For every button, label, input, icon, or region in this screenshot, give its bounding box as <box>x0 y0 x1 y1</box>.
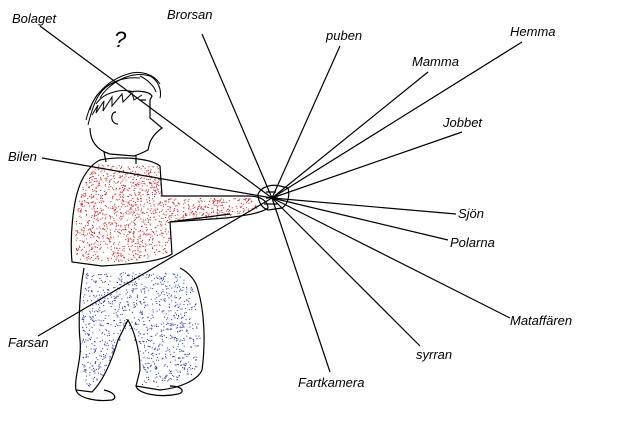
label-farsan: Farsan <box>8 335 48 350</box>
label-sjon: Sjön <box>458 206 484 221</box>
label-fartkamera: Fartkamera <box>298 375 364 390</box>
label-bolaget: Bolaget <box>12 11 57 26</box>
shoe-left <box>75 389 116 402</box>
line-to-hemma <box>271 41 523 199</box>
head-outline <box>89 90 163 157</box>
line-to-bilen <box>41 157 273 199</box>
line-to-sjon <box>271 197 457 215</box>
line-to-farsan <box>37 197 273 337</box>
line-to-polarna <box>271 197 449 241</box>
label-brorsan: Brorsan <box>167 7 213 22</box>
neck <box>103 151 137 164</box>
line-to-mamma <box>271 71 429 199</box>
arm-lower-edge <box>169 213 231 223</box>
question-mark: ? <box>114 27 127 52</box>
label-mamma: Mamma <box>412 54 459 69</box>
hair-scribble <box>85 71 161 126</box>
line-to-fartkamera <box>271 197 331 373</box>
line-to-brorsan <box>201 33 273 199</box>
shoe-right <box>135 385 183 397</box>
pants-outline <box>75 267 205 393</box>
ear <box>111 111 119 125</box>
label-jobbet: Jobbet <box>442 115 483 130</box>
label-hemma: Hemma <box>510 24 556 39</box>
shirt-outline <box>70 157 269 267</box>
label-mataffaren: Mataffären <box>510 313 572 328</box>
label-syrran: syrran <box>416 347 452 362</box>
radial-lines <box>37 25 523 373</box>
line-to-mataffaren <box>271 197 511 319</box>
line-to-jobbet <box>271 131 463 199</box>
label-bilen: Bilen <box>8 149 37 164</box>
line-to-bolaget <box>39 25 273 199</box>
person-figure <box>70 71 290 402</box>
line-to-puben <box>271 45 341 199</box>
label-puben: puben <box>325 28 362 43</box>
destination-labels: Bolaget Brorsan puben Hemma Mamma Jobbet… <box>8 7 572 390</box>
line-to-syrran <box>271 197 421 347</box>
label-polarna: Polarna <box>450 235 495 250</box>
